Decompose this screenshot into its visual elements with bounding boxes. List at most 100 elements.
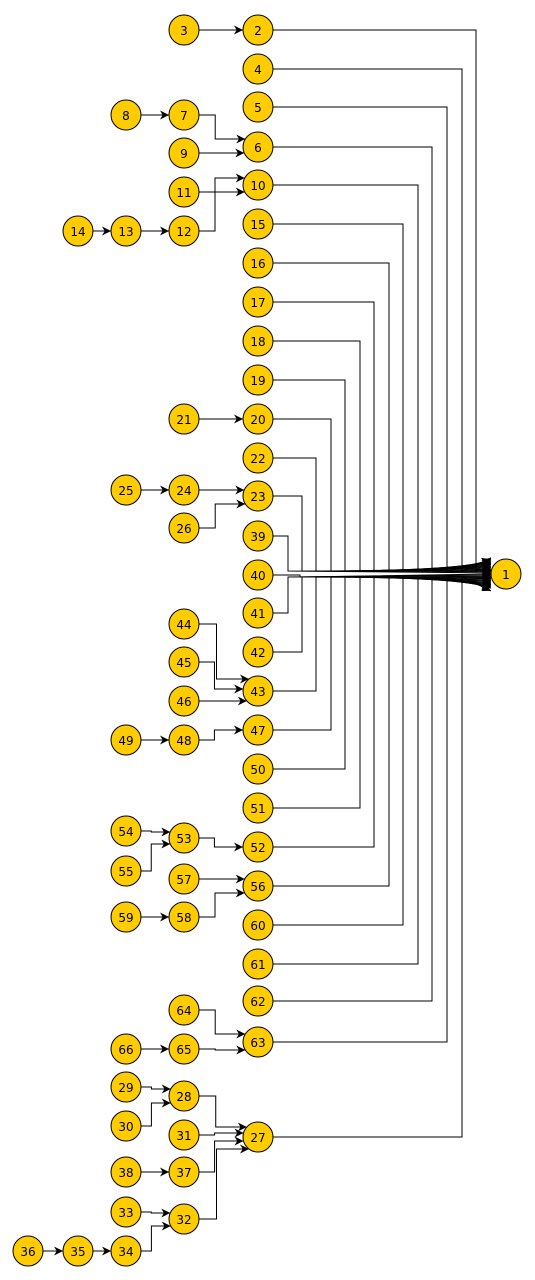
graph-node-15: 15 (243, 209, 273, 239)
node-label: 11 (176, 186, 191, 200)
graph-node-18: 18 (243, 326, 273, 356)
node-label: 61 (250, 958, 265, 972)
node-label: 23 (250, 490, 265, 504)
edge-16-to-1 (273, 263, 491, 571)
graph-node-38: 38 (111, 1157, 141, 1187)
node-label: 27 (250, 1131, 265, 1145)
node-label: 34 (118, 1245, 133, 1259)
node-label: 39 (250, 530, 265, 544)
graph-node-52: 52 (243, 832, 273, 862)
edge-30-to-28 (141, 1103, 171, 1126)
node-label: 15 (250, 218, 265, 232)
edge-45-to-43 (199, 662, 243, 689)
node-label: 43 (250, 685, 265, 699)
node-label: 10 (250, 179, 265, 193)
edge-18-to-1 (273, 341, 491, 571)
node-label: 35 (70, 1245, 85, 1259)
graph-node-56: 56 (243, 871, 273, 901)
node-label: 38 (118, 1166, 133, 1180)
graph-node-7: 7 (169, 100, 199, 130)
node-label: 9 (180, 147, 188, 161)
node-label: 17 (250, 296, 265, 310)
edge-22-to-1 (273, 458, 491, 571)
graph-node-46: 46 (169, 686, 199, 716)
graph-node-30: 30 (111, 1111, 141, 1141)
node-label: 47 (250, 724, 265, 738)
graph-node-35: 35 (63, 1236, 93, 1266)
node-label: 56 (250, 880, 265, 894)
graph-node-36: 36 (13, 1236, 43, 1266)
graph-node-45: 45 (169, 647, 199, 677)
graph-node-62: 62 (243, 986, 273, 1016)
node-label: 3 (180, 24, 188, 38)
node-label: 42 (250, 646, 265, 660)
node-label: 46 (176, 695, 191, 709)
graph-node-44: 44 (169, 609, 199, 639)
graph-node-53: 53 (169, 823, 199, 853)
graph-node-4: 4 (243, 54, 273, 84)
graph-node-26: 26 (169, 513, 199, 543)
graph-node-29: 29 (111, 1072, 141, 1102)
graph-node-28: 28 (169, 1081, 199, 1111)
edge-50-to-1 (273, 577, 491, 769)
graph-node-2: 2 (243, 15, 273, 45)
edge-65-to-63 (199, 1049, 245, 1050)
edge-37-to-27 (199, 1141, 244, 1172)
graph-node-3: 3 (169, 15, 199, 45)
graph-node-54: 54 (111, 816, 141, 846)
edge-5-to-1 (273, 107, 491, 571)
graph-node-51: 51 (243, 793, 273, 823)
graph-node-64: 64 (169, 995, 199, 1025)
graph-node-66: 66 (111, 1034, 141, 1064)
edge-33-to-32 (141, 1212, 170, 1213)
edge-11-to-10 (199, 178, 245, 192)
node-label: 49 (118, 734, 133, 748)
edge-34-to-32 (141, 1226, 171, 1251)
node-label: 24 (176, 484, 191, 498)
node-label: 44 (176, 618, 191, 632)
edge-32-to-27 (199, 1149, 249, 1219)
graph-node-25: 25 (111, 475, 141, 505)
node-label: 45 (176, 656, 191, 670)
graph-node-33: 33 (111, 1197, 141, 1227)
graph-node-21: 21 (169, 404, 199, 434)
node-label: 50 (250, 763, 265, 777)
node-label: 29 (118, 1081, 133, 1095)
node-label: 28 (176, 1090, 191, 1104)
node-label: 65 (176, 1043, 191, 1057)
graph-node-63: 63 (243, 1027, 273, 1057)
graph-node-12: 12 (169, 216, 199, 246)
edge-20-to-1 (273, 419, 491, 571)
graph-node-42: 42 (243, 637, 273, 667)
node-label: 25 (118, 484, 133, 498)
edge-51-to-1 (273, 577, 491, 808)
graph-node-24: 24 (169, 475, 199, 505)
node-label: 57 (176, 873, 191, 887)
graph-node-20: 20 (243, 404, 273, 434)
node-label: 55 (118, 865, 133, 879)
edge-60-to-1 (273, 577, 491, 925)
graph-node-65: 65 (169, 1034, 199, 1064)
node-label: 53 (176, 832, 191, 846)
graph-node-61: 61 (243, 949, 273, 979)
node-label: 36 (20, 1245, 35, 1259)
edge-2-to-1 (273, 30, 491, 571)
graph-node-34: 34 (111, 1236, 141, 1266)
node-label: 32 (176, 1213, 191, 1227)
edge-54-to-53 (141, 831, 170, 832)
graph-node-39: 39 (243, 521, 273, 551)
edge-15-to-1 (273, 224, 491, 571)
edge-53-to-52 (199, 838, 243, 847)
edge-26-to-23 (199, 504, 245, 528)
node-label: 1 (502, 568, 510, 582)
node-label: 41 (250, 607, 265, 621)
node-label: 19 (250, 374, 265, 388)
edge-28-to-27 (199, 1096, 247, 1127)
node-label: 8 (122, 109, 130, 123)
edge-29-to-28 (141, 1087, 171, 1089)
edge-44-to-43 (199, 624, 249, 679)
graph-node-58: 58 (169, 902, 199, 932)
graph-node-14: 14 (63, 216, 93, 246)
graph-node-9: 9 (169, 138, 199, 168)
graph-node-43: 43 (243, 676, 273, 706)
